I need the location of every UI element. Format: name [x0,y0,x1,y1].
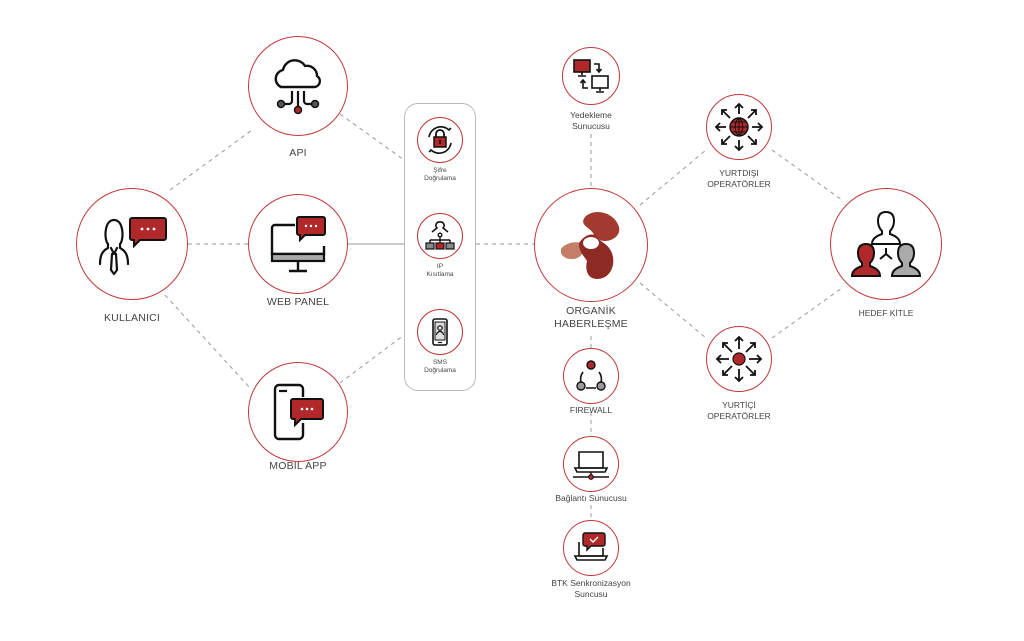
connector-yurtici-hedef [771,287,843,339]
user-chat-icon [98,217,167,276]
node-sifre-dogrulama[interactable] [417,117,463,163]
connector-organik-yurtdisi [639,149,707,206]
phone-chat-icon [273,383,324,441]
node-organik-haberlesme[interactable] [534,188,648,302]
label-firewall: FIREWALL [569,405,613,415]
node-api[interactable] [248,36,348,136]
laptop-check-icon [573,532,609,561]
firewall-nodes-icon [576,360,606,391]
connector-user-mobil [164,294,251,389]
node-ip-kisitlama[interactable] [417,213,463,259]
node-baglanti-sunucusu[interactable] [563,436,619,492]
node-btk-senkronizasyon[interactable] [563,520,619,576]
connector-user-api [169,129,253,191]
sms-phone-icon [432,318,448,346]
cloud-network-icon [274,59,322,115]
ip-hierarchy-icon [425,221,455,250]
label-web-panel: WEB PANEL [266,296,330,308]
organik-logo-icon [561,212,620,279]
connector-organik-yurtici [639,282,707,339]
label-api: API [289,147,307,159]
node-kullanici[interactable] [76,188,188,300]
node-firewall[interactable] [563,348,619,404]
connector-mobil-security [339,334,405,384]
node-yedekleme-sunucusu[interactable] [562,47,620,105]
node-yurtici-operatorler[interactable] [706,326,772,392]
globe-arrows-icon [714,102,764,152]
node-mobil-app[interactable] [248,362,348,462]
connector-yurtdisi-hedef [771,149,843,201]
node-hedef-kitle[interactable] [830,188,942,300]
label-kullanici: KULLANICI [103,312,161,324]
backup-monitors-icon [573,59,609,93]
connector-api-security [339,113,405,161]
node-web-panel[interactable] [248,194,348,294]
node-yurtdisi-operatorler[interactable] [706,94,772,160]
node-sms-dogrulama[interactable] [417,309,463,355]
monitor-chat-icon [270,216,326,273]
laptop-network-icon [573,451,609,480]
label-mobil-app: MOBIL APP [269,460,327,472]
label-hedef-kitle: HEDEF KİTLE [858,308,914,318]
label-baglanti-sunucusu: Bağlantı Sunucusu [555,493,627,503]
dot-arrows-icon [715,335,763,383]
lock-refresh-icon [428,126,452,154]
audience-group-icon [850,210,922,277]
